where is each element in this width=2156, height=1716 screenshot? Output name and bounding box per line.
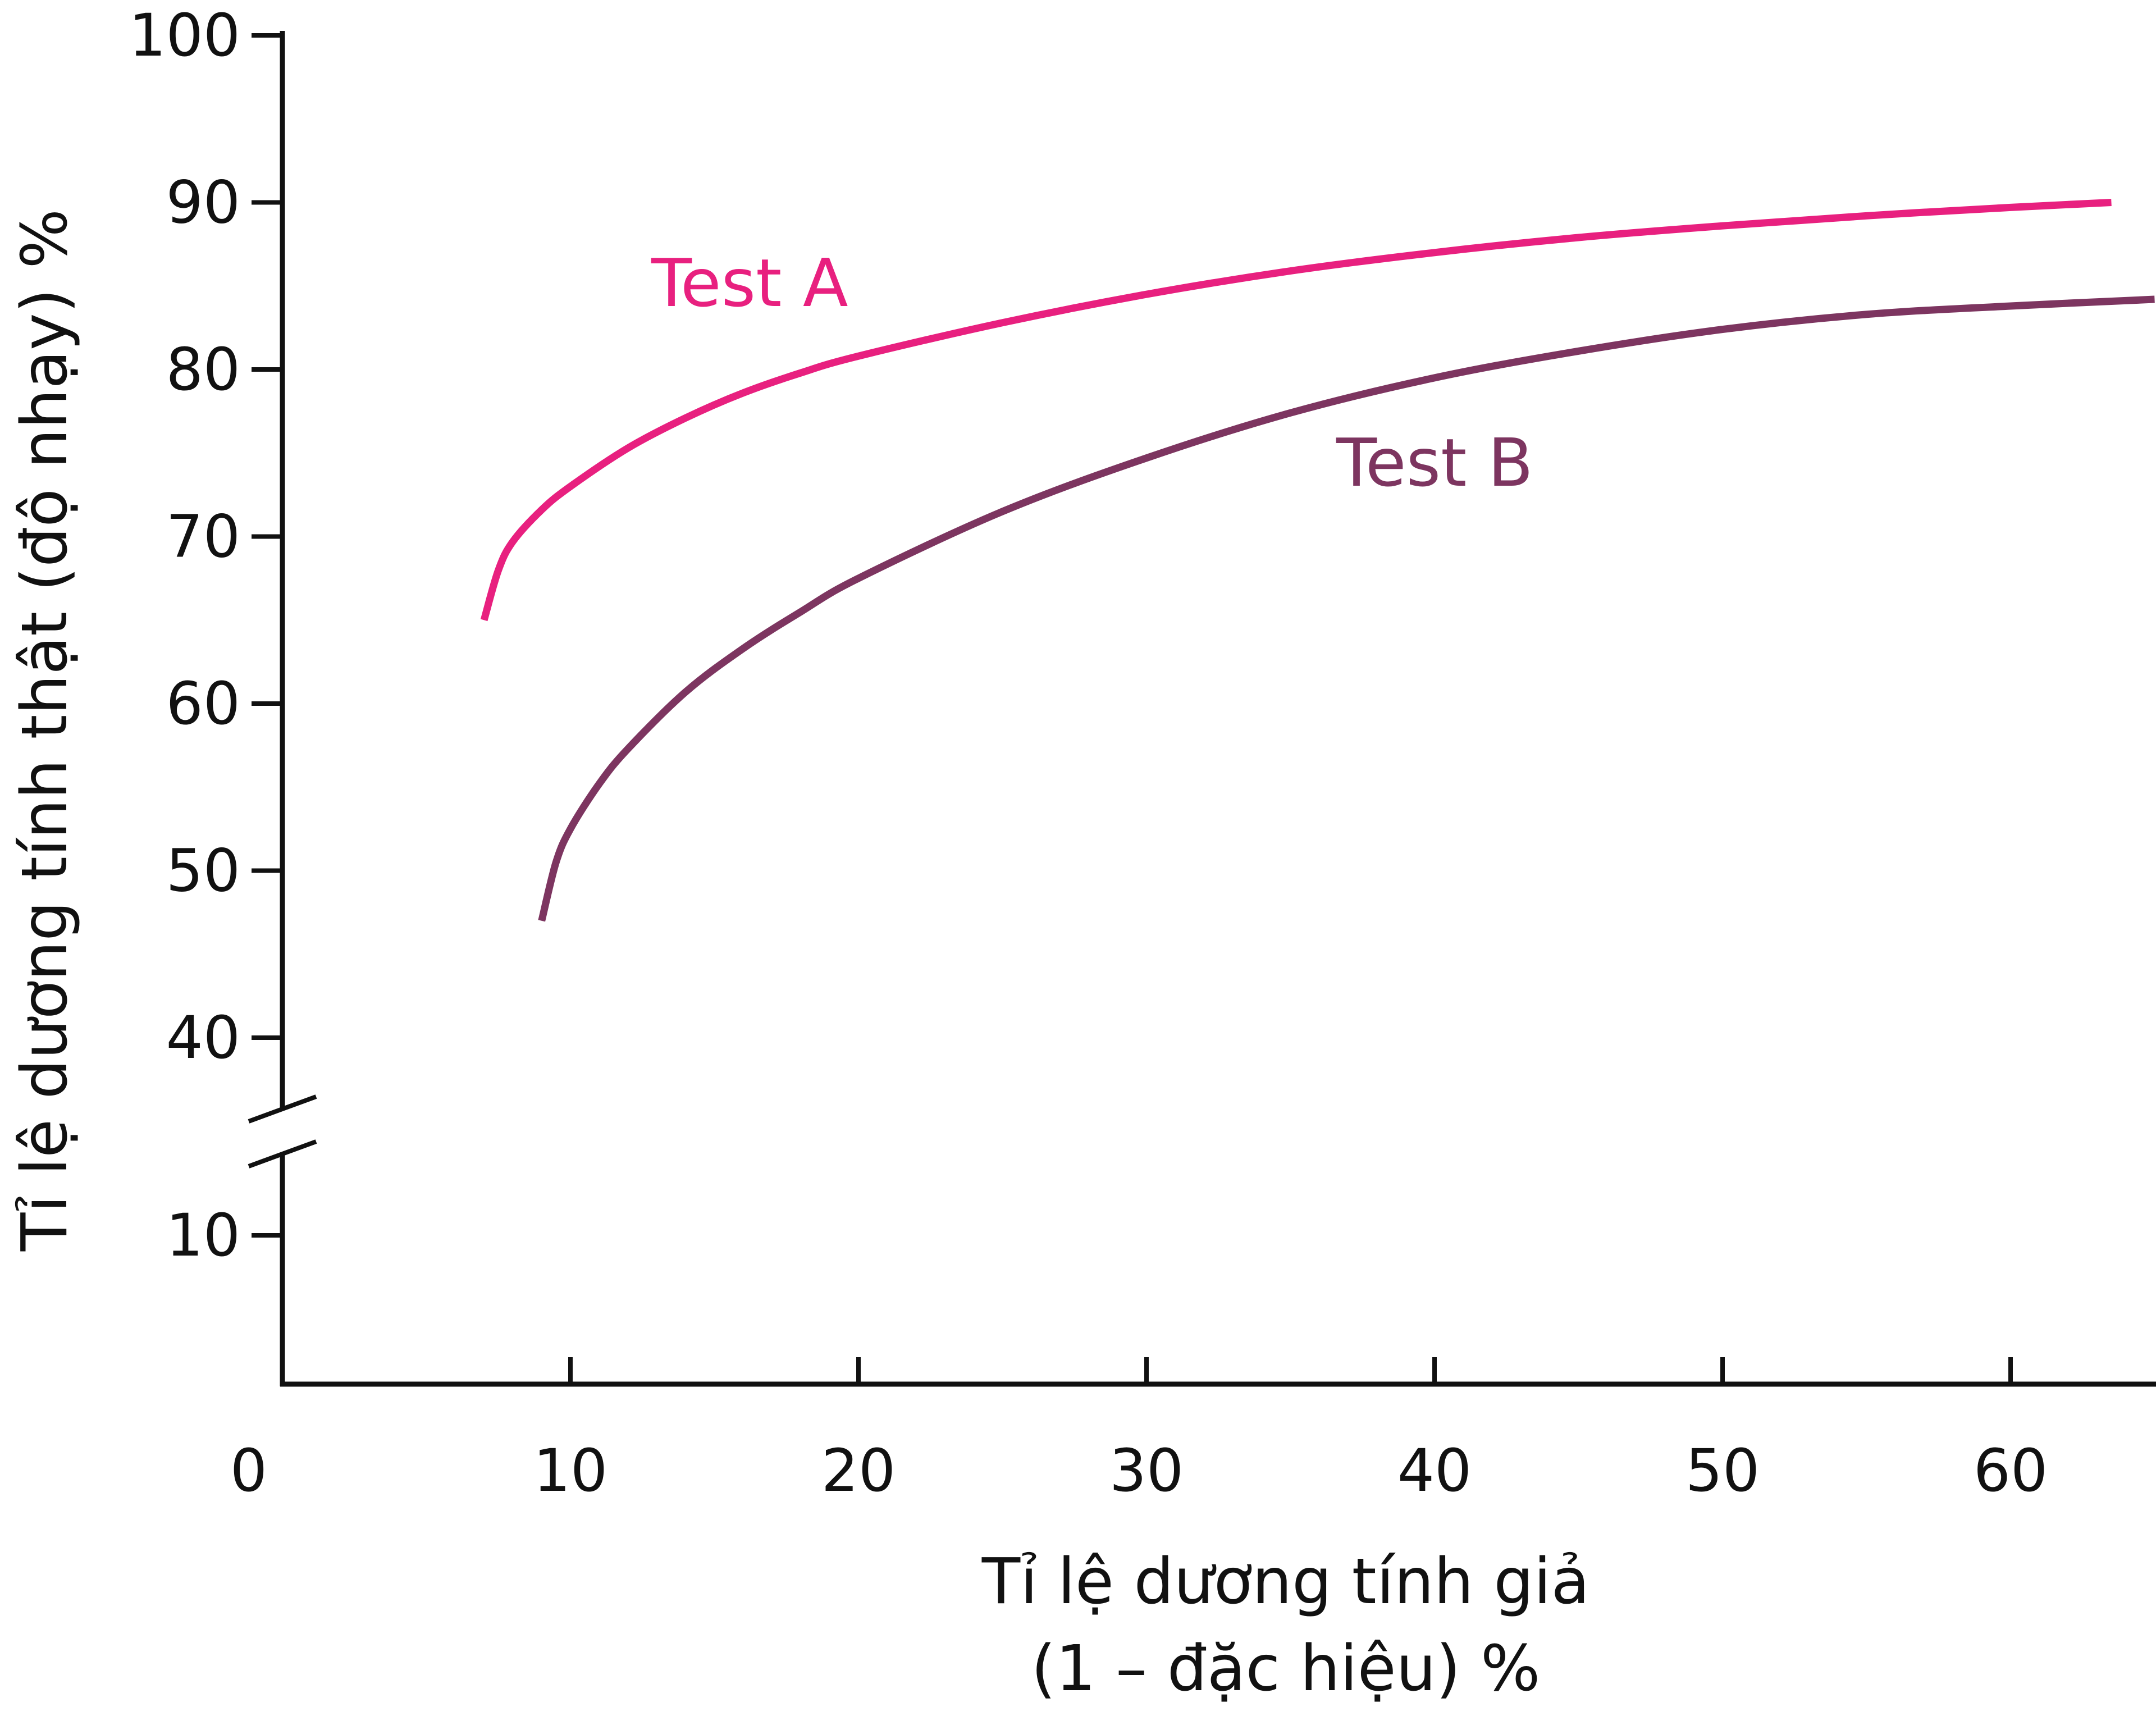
y-tick-label-40: 40: [166, 1003, 240, 1072]
x-axis-title-line-1: Tỉ lệ dương tính giả: [981, 1545, 1589, 1618]
x-tick-label-0: 0: [230, 1436, 267, 1505]
x-tick-label-20: 20: [821, 1436, 896, 1505]
y-tick-label-10: 10: [166, 1201, 240, 1270]
axes: [248, 31, 2156, 1387]
y-tick-label-70: 70: [166, 503, 240, 571]
series-line-test-a: [480, 199, 2112, 622]
y-tick-label-90: 90: [166, 168, 240, 237]
series-lines: [480, 199, 2155, 922]
x-tick-label-10: 10: [533, 1436, 607, 1505]
y-tick-label-60: 60: [166, 669, 240, 738]
series-label-test-a: Test A: [651, 244, 848, 322]
axis-break-mark-lower: [248, 1139, 317, 1169]
axis-break-mark-upper: [248, 1094, 317, 1124]
x-tick-label-30: 30: [1109, 1436, 1184, 1505]
series-line-test-b: [538, 295, 2155, 922]
series-label-test-b: Test B: [1336, 424, 1533, 501]
y-axis-title: Tỉ lệ dương tính thật (độ nhạy) %: [8, 209, 81, 1252]
x-tick-label-50: 50: [1685, 1436, 1760, 1505]
y-tick-label-100: 100: [129, 1, 240, 70]
x-axis-title-line-2: (1 – đặc hiệu) %: [1031, 1632, 1541, 1705]
labels: Tỉ lệ dương tính thật (độ nhạy) % Tỉ lệ …: [8, 209, 1589, 1705]
ticks: 10 40 50 60 70 80 90 100 0 10 20 30 40 50 60: [129, 1, 2048, 1505]
x-tick-label-40: 40: [1397, 1436, 1472, 1505]
y-tick-label-80: 80: [166, 335, 240, 404]
y-tick-label-50: 50: [166, 837, 240, 905]
x-tick-label-60: 60: [1974, 1436, 2048, 1505]
